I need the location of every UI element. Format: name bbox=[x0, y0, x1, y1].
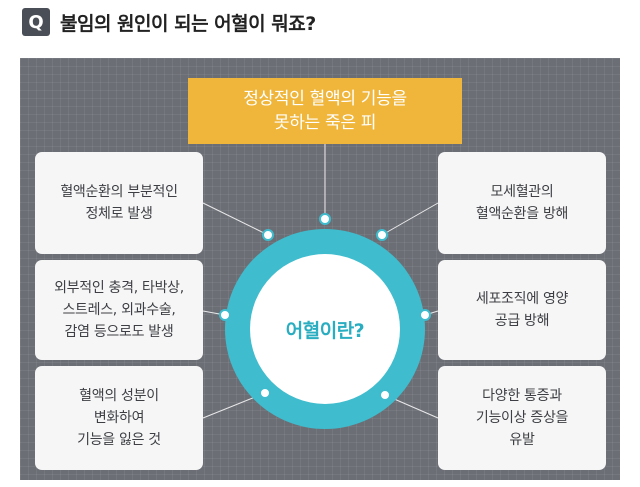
definition-box: 정상적인 혈액의 기능을 못하는 죽은 피 bbox=[188, 78, 462, 144]
question-title: 불임의 원인이 되는 어혈이 뭐죠? bbox=[60, 12, 316, 35]
question-header: Q 불임의 원인이 되는 어혈이 뭐죠? bbox=[22, 6, 316, 38]
effect-box-1: 모세혈관의 혈액순환을 방해 bbox=[438, 152, 606, 254]
effect-3-line-3: 유발 bbox=[509, 432, 535, 448]
definition-line-1: 정상적인 혈액의 기능을 bbox=[243, 89, 407, 109]
cause-box-3: 혈액의 성분이 변화하여 기능을 잃은 것 bbox=[35, 366, 203, 470]
effect-2-line-2: 공급 방해 bbox=[494, 313, 550, 329]
dot-left-3 bbox=[259, 387, 271, 399]
effect-box-2: 세포조직에 영양 공급 방해 bbox=[438, 260, 606, 360]
effect-box-3: 다양한 통증과 기능이상 증상을 유발 bbox=[438, 366, 606, 470]
effect-3-line-2: 기능이상 증상을 bbox=[475, 410, 569, 426]
connector-right-1 bbox=[381, 202, 439, 236]
dot-right-3 bbox=[379, 389, 391, 401]
effect-3-line-1: 다양한 통증과 bbox=[482, 388, 562, 404]
cause-1-line-2: 정체로 발생 bbox=[85, 206, 153, 222]
dot-top bbox=[319, 213, 331, 225]
connector-dots bbox=[219, 213, 431, 401]
diagram-panel: 정상적인 혈액의 기능을 못하는 죽은 피 혈액순환의 부분적인 정체로 발생 … bbox=[20, 58, 620, 480]
effect-1-line-1: 모세혈관의 bbox=[490, 184, 554, 200]
cause-2-line-2: 스트레스, 외과수술, bbox=[62, 302, 176, 318]
definition-line-2: 못하는 죽은 피 bbox=[273, 113, 377, 133]
center-label: 어혈이란? bbox=[250, 254, 400, 404]
dot-left-1 bbox=[262, 229, 274, 241]
cause-2-line-1: 외부적인 충격, 타박상, bbox=[54, 280, 184, 296]
cause-1-line-1: 혈액순환의 부분적인 bbox=[60, 184, 178, 200]
cause-3-line-3: 기능을 잃은 것 bbox=[77, 432, 161, 448]
cause-box-2: 외부적인 충격, 타박상, 스트레스, 외과수술, 감염 등으로도 발생 bbox=[35, 260, 203, 360]
cause-box-1: 혈액순환의 부분적인 정체로 발생 bbox=[35, 152, 203, 254]
effect-1-line-2: 혈액순환을 방해 bbox=[475, 206, 569, 222]
effect-2-line-1: 세포조직에 영양 bbox=[475, 291, 569, 307]
connector-lines bbox=[202, 144, 439, 419]
connector-left-1 bbox=[202, 202, 269, 236]
cause-3-line-2: 변화하여 bbox=[93, 410, 145, 426]
q-badge: Q bbox=[22, 8, 50, 36]
dot-right-2 bbox=[419, 309, 431, 321]
cause-3-line-1: 혈액의 성분이 bbox=[79, 388, 159, 404]
cause-2-line-3: 감염 등으로도 발생 bbox=[64, 324, 174, 340]
dot-right-1 bbox=[376, 229, 388, 241]
dot-left-2 bbox=[219, 309, 231, 321]
center-ring: 어혈이란? bbox=[225, 229, 425, 429]
